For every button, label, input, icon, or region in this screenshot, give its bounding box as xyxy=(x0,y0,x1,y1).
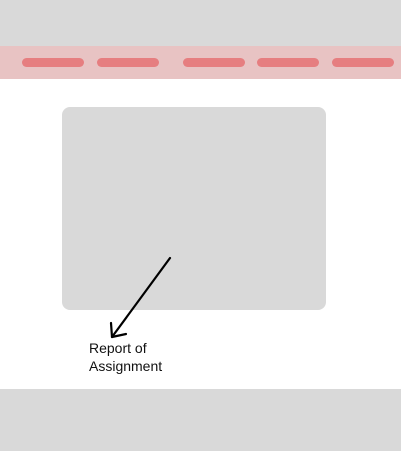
header-placeholder xyxy=(0,0,401,46)
nav-item-placeholder[interactable] xyxy=(332,58,394,67)
nav-item-placeholder[interactable] xyxy=(22,58,84,67)
nav-item-placeholder[interactable] xyxy=(97,58,159,67)
nav-item-placeholder[interactable] xyxy=(257,58,319,67)
footer-placeholder xyxy=(0,389,401,451)
content-card-placeholder[interactable] xyxy=(62,107,326,310)
nav-item-placeholder[interactable] xyxy=(183,58,245,67)
main-content xyxy=(0,79,401,389)
annotation-caption: Report of Assignment xyxy=(89,340,163,374)
navigation-bar-placeholder xyxy=(0,46,401,79)
